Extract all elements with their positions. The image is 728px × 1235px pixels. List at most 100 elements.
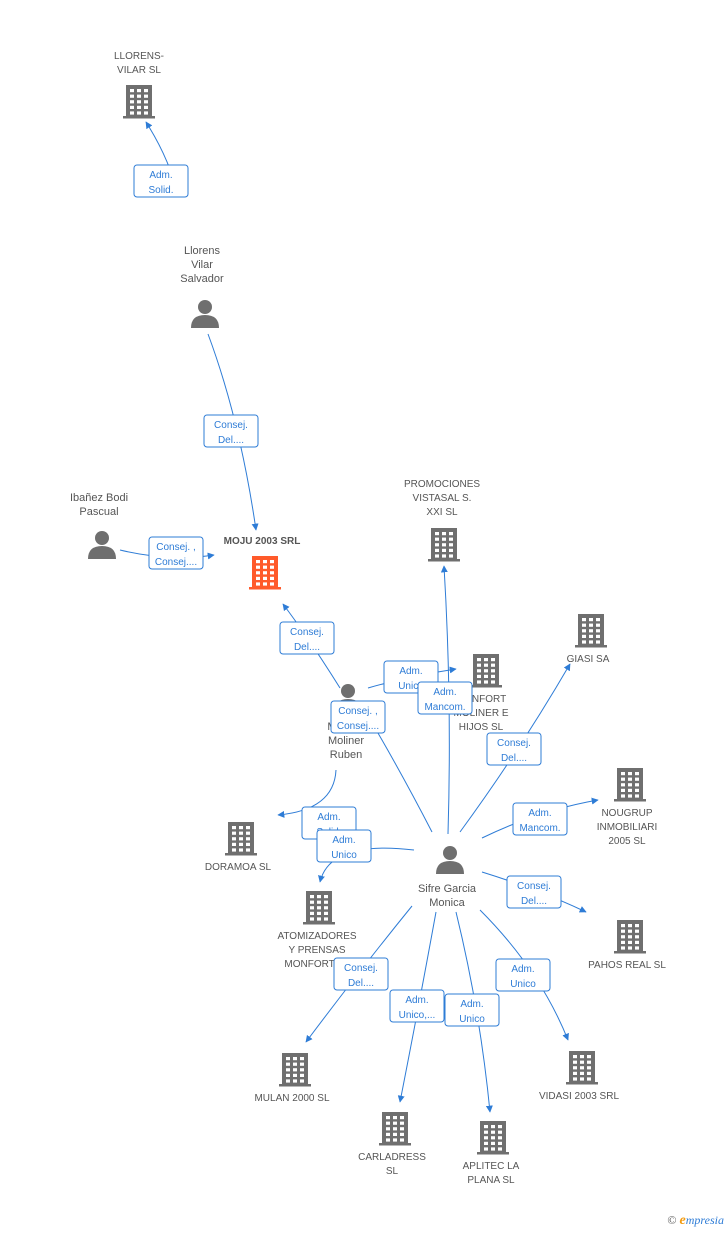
building-window	[137, 111, 141, 115]
building-window	[393, 1116, 397, 1120]
building-window	[621, 929, 625, 933]
building-window	[137, 100, 141, 104]
building-window	[635, 794, 639, 798]
building-window	[628, 772, 632, 776]
building-window	[484, 663, 488, 667]
copyright-symbol: ©	[667, 1213, 677, 1227]
building-window	[628, 783, 632, 787]
building-window	[498, 1147, 502, 1151]
building-window	[144, 111, 148, 115]
building-window	[621, 946, 625, 950]
building-icon	[428, 528, 460, 562]
building-window	[587, 1066, 591, 1070]
building-window	[587, 1055, 591, 1059]
building-window	[263, 571, 267, 575]
building-window	[300, 1057, 304, 1061]
building-window	[580, 1066, 584, 1070]
role-label-atomizadores[interactable]: Adm.Unico	[316, 829, 372, 863]
role-label-llorens_vilar_sl[interactable]: Adm.Solid.	[133, 164, 189, 198]
role-label-box	[506, 875, 562, 909]
role-label-giasi[interactable]: Consej.Del....	[486, 732, 542, 766]
node-label: PAHOS REAL SL	[588, 960, 666, 971]
building-window	[491, 663, 495, 667]
building-window	[635, 772, 639, 776]
building-window	[484, 1130, 488, 1134]
building-window	[293, 1073, 297, 1077]
building-window	[587, 1077, 591, 1081]
role-label-pahos[interactable]: Consej.Del....	[506, 875, 562, 909]
building-window	[580, 1060, 584, 1064]
building-window	[393, 1138, 397, 1142]
building-window	[587, 1071, 591, 1075]
building-window	[573, 1060, 577, 1064]
building-window	[449, 548, 453, 552]
building-window	[582, 618, 586, 622]
building-window	[137, 94, 141, 98]
role-label-promociones[interactable]: Adm.Mancom.	[417, 681, 473, 715]
role-label-text: Mancom.	[519, 823, 560, 834]
building-window	[256, 560, 260, 564]
brand-footer[interactable]: ©empresia	[667, 1213, 724, 1229]
building-window	[293, 1062, 297, 1066]
role-label-text: Adm.	[332, 835, 355, 846]
building-window	[324, 911, 328, 915]
building-window	[628, 940, 632, 944]
building-window	[300, 1073, 304, 1077]
role-label-aplitec[interactable]: Adm.Unico	[444, 993, 500, 1027]
node-doramoa[interactable]: DORAMOA SL	[205, 822, 272, 873]
role-label-mulan[interactable]: Consej.Del....	[333, 957, 389, 991]
building-window	[582, 629, 586, 633]
role-label-moju[interactable]: Consej. ,Consej....	[148, 536, 204, 570]
building-window	[477, 680, 481, 684]
building-icon	[566, 1051, 598, 1085]
node-label: PLANA SL	[467, 1175, 515, 1186]
building-window	[270, 582, 274, 586]
building-window	[286, 1057, 290, 1061]
brand-logo-text: mpresia	[685, 1213, 724, 1227]
role-label-moju[interactable]: Consej.Del....	[203, 414, 259, 448]
building-window	[263, 565, 267, 569]
building-window	[310, 900, 314, 904]
node-label: DORAMOA SL	[205, 862, 272, 873]
role-label-vidasi[interactable]: Adm.Unico	[495, 958, 551, 992]
building-window	[232, 848, 236, 852]
node-label: Pascual	[79, 506, 118, 518]
role-label-box	[495, 958, 551, 992]
person-head	[341, 684, 355, 698]
building-window	[310, 917, 314, 921]
building-icon	[379, 1112, 411, 1146]
role-label-moliner_ruben[interactable]: Consej. ,Consej....	[330, 700, 386, 734]
role-label-carladress[interactable]: Adm.Unico,...	[389, 989, 445, 1023]
building-icon	[249, 556, 281, 590]
building-window	[628, 924, 632, 928]
role-label-moju[interactable]: Consej.Del....	[279, 621, 335, 655]
building-window	[573, 1077, 577, 1081]
node-pahos[interactable]: PAHOS REAL SL	[588, 920, 666, 971]
building-icon	[123, 85, 155, 119]
node-vidasi[interactable]: VIDASI 2003 SRL	[539, 1051, 619, 1102]
node-moju[interactable]: MOJU 2003 SRL	[224, 536, 301, 590]
role-label-nougrup[interactable]: Adm.Mancom.	[512, 802, 568, 836]
node-llorens_vilar_sl[interactable]: LLORENS-VILAR SL	[114, 51, 164, 119]
node-giasi[interactable]: GIASI SA	[567, 614, 610, 665]
building-window	[386, 1116, 390, 1120]
building-window	[144, 94, 148, 98]
role-label-text: Del....	[294, 642, 320, 653]
node-label: VISTASAL S.	[413, 493, 472, 504]
building-window	[442, 548, 446, 552]
building-window	[491, 669, 495, 673]
node-label: VIDASI 2003 SRL	[539, 1091, 619, 1102]
building-window	[263, 560, 267, 564]
role-label-box	[444, 993, 500, 1027]
node-mulan[interactable]: MULAN 2000 SL	[254, 1053, 330, 1104]
building-window	[130, 94, 134, 98]
